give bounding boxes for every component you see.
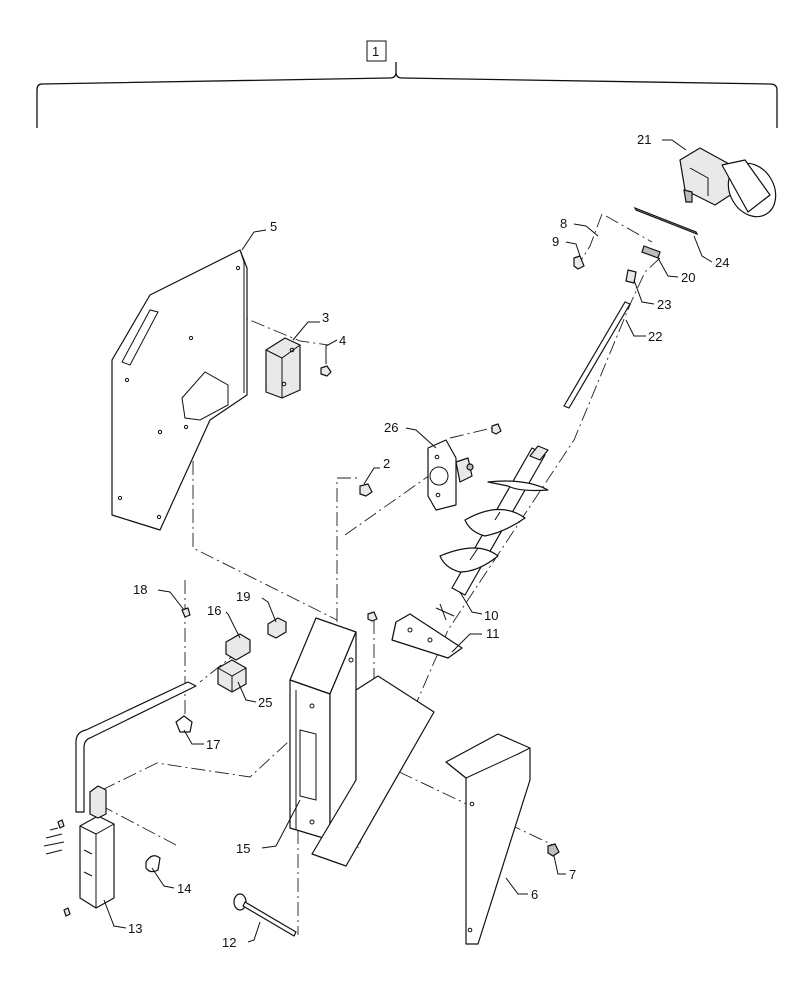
part-19-connector — [267, 617, 287, 639]
callout-18: 18 — [133, 582, 147, 597]
assembly-bracket: 1 — [36, 40, 778, 128]
callout-1: 1 — [372, 44, 379, 59]
part-13-module — [79, 785, 115, 909]
part-24-strip — [633, 206, 699, 236]
callout-13: 13 — [128, 921, 142, 936]
part-7-nut — [547, 843, 560, 857]
screw-near-11 — [367, 611, 378, 622]
callout-17: 17 — [206, 737, 220, 752]
part-14-clip — [145, 855, 161, 873]
part-17-clip — [175, 715, 193, 733]
part-5-side-panel — [111, 249, 248, 531]
callout-12: 12 — [222, 935, 236, 950]
callout-24: 24 — [715, 255, 729, 270]
part-16-connector — [225, 633, 251, 661]
part-21-motor — [679, 147, 777, 218]
callout-5: 5 — [270, 219, 277, 234]
part-26-mount — [427, 439, 474, 511]
callout-14: 14 — [177, 881, 191, 896]
callout-10: 10 — [484, 608, 498, 623]
callout-25: 25 — [258, 695, 272, 710]
part-25-connector — [217, 659, 247, 693]
callout-9: 9 — [552, 234, 559, 249]
connector-pattern — [43, 827, 65, 855]
callout-16: 16 — [207, 603, 221, 618]
part-9-screw — [573, 255, 585, 270]
callout-23: 23 — [657, 297, 671, 312]
leader-lines — [103, 139, 713, 943]
part-22-shaft — [563, 301, 631, 409]
screw-near-26 — [491, 423, 502, 435]
part-23-coupler — [625, 269, 637, 284]
callout-6: 6 — [531, 887, 538, 902]
callout-22: 22 — [648, 329, 662, 344]
callout-19: 19 — [236, 589, 250, 604]
callout-26: 26 — [384, 420, 398, 435]
callout-20: 20 — [681, 270, 695, 285]
callout-2: 2 — [383, 456, 390, 471]
harness-cable — [75, 681, 197, 813]
chute-plate — [311, 675, 435, 867]
callout-21: 21 — [637, 132, 651, 147]
part-10-auger — [439, 445, 549, 596]
part-2-screw — [359, 483, 373, 497]
part-6-guard — [445, 733, 531, 945]
callout-labels: 2 3 4 5 6 7 8 9 10 11 12 13 14 15 16 17 … — [128, 132, 729, 950]
callout-8: 8 — [560, 216, 567, 231]
callout-7: 7 — [569, 867, 576, 882]
callout-3: 3 — [322, 310, 329, 325]
part-18-screw — [181, 607, 191, 618]
part-12-pin — [233, 893, 297, 937]
callout-15: 15 — [236, 841, 250, 856]
callout-11: 11 — [486, 626, 500, 641]
callout-4: 4 — [339, 333, 346, 348]
part-11-bracket — [391, 603, 463, 659]
part-3-bracket-block — [265, 337, 301, 399]
part-20-coupler — [641, 245, 661, 259]
part-4-screw — [320, 365, 332, 377]
module-screws — [57, 819, 71, 917]
